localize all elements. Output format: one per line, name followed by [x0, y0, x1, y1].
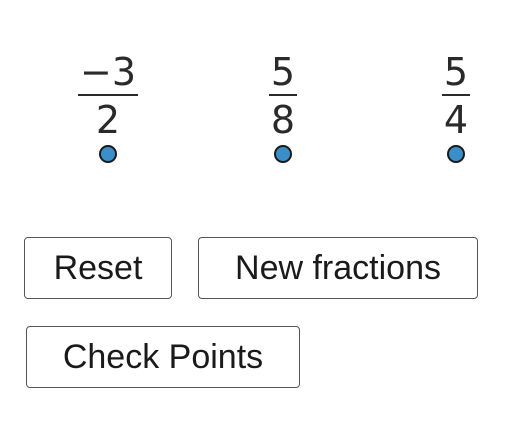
fraction-2-numerator: 5 [270, 50, 296, 94]
fraction-2-point-handle[interactable] [274, 145, 292, 163]
reset-button[interactable]: Reset [24, 237, 172, 299]
check-points-button[interactable]: Check Points [26, 326, 300, 388]
fraction-2: 5 8 [268, 50, 298, 142]
fraction-item-1: −3 2 [68, 52, 148, 163]
fraction-1-bar [77, 94, 139, 96]
fraction-3-point-handle[interactable] [447, 145, 465, 163]
fraction-1-numerator: −3 [79, 50, 137, 94]
fraction-2-bar [268, 94, 298, 96]
fraction-1: −3 2 [77, 50, 139, 142]
fraction-3-bar [441, 94, 471, 96]
new-fractions-button[interactable]: New fractions [198, 237, 478, 299]
fraction-3-denominator: 4 [443, 98, 469, 142]
fraction-item-3: 5 4 [416, 52, 496, 163]
fraction-item-2: 5 8 [243, 52, 323, 163]
fraction-1-point-handle[interactable] [99, 145, 117, 163]
fraction-3-numerator: 5 [443, 50, 469, 94]
fraction-2-denominator: 8 [270, 98, 296, 142]
fraction-3: 5 4 [441, 50, 471, 142]
fractions-row: −3 2 5 8 5 4 [0, 0, 512, 200]
fraction-1-denominator: 2 [95, 98, 121, 142]
